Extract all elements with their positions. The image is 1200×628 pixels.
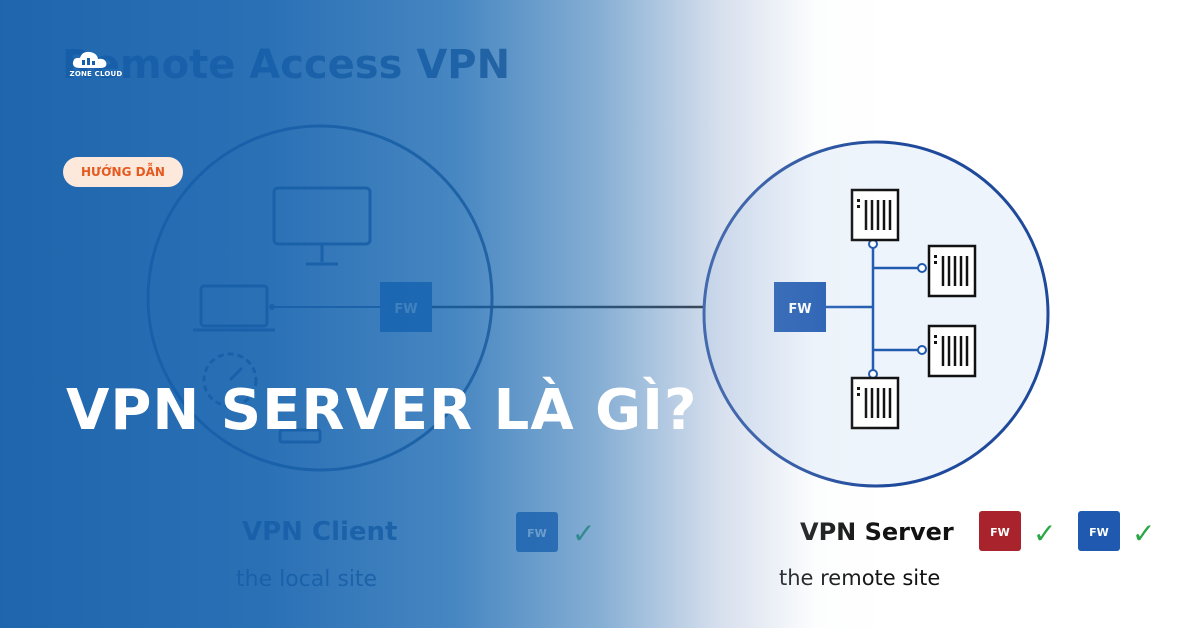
node-dot [917,345,927,355]
diagram-title: Remote Access VPN [62,42,510,88]
client-fw-label: FW [394,302,417,317]
page-headline: VPN SERVER LÀ GÌ? [66,378,698,443]
server-icon [927,324,977,378]
server-fw-label: FW [788,302,811,317]
cloud-icon [72,51,107,68]
server-icon [927,244,977,298]
check-icon: ✓ [572,517,595,550]
node-dot [917,263,927,273]
client-sublabel: the local site [236,567,377,592]
check-icon: ✓ [1033,517,1056,550]
check-icon: ✓ [1132,517,1155,550]
server-legend-fw-label-blue: FW [1089,526,1109,539]
server-icon [850,376,900,430]
server-legend-fw-label-red: FW [990,526,1010,539]
server-label: VPN Server [800,518,954,546]
brand-logo: ZONE CLOUD [66,48,126,82]
node-dot [269,304,275,310]
monitor-icon [272,186,372,266]
client-legend-fw-label: FW [527,527,547,540]
category-badge[interactable]: HƯỚNG DẪN [63,157,183,187]
server-sublabel: the remote site [779,566,940,590]
brand-name: ZONE CLOUD [69,70,123,78]
laptop-icon [193,284,275,332]
server-icon [850,188,900,242]
client-label: VPN Client [242,517,397,547]
